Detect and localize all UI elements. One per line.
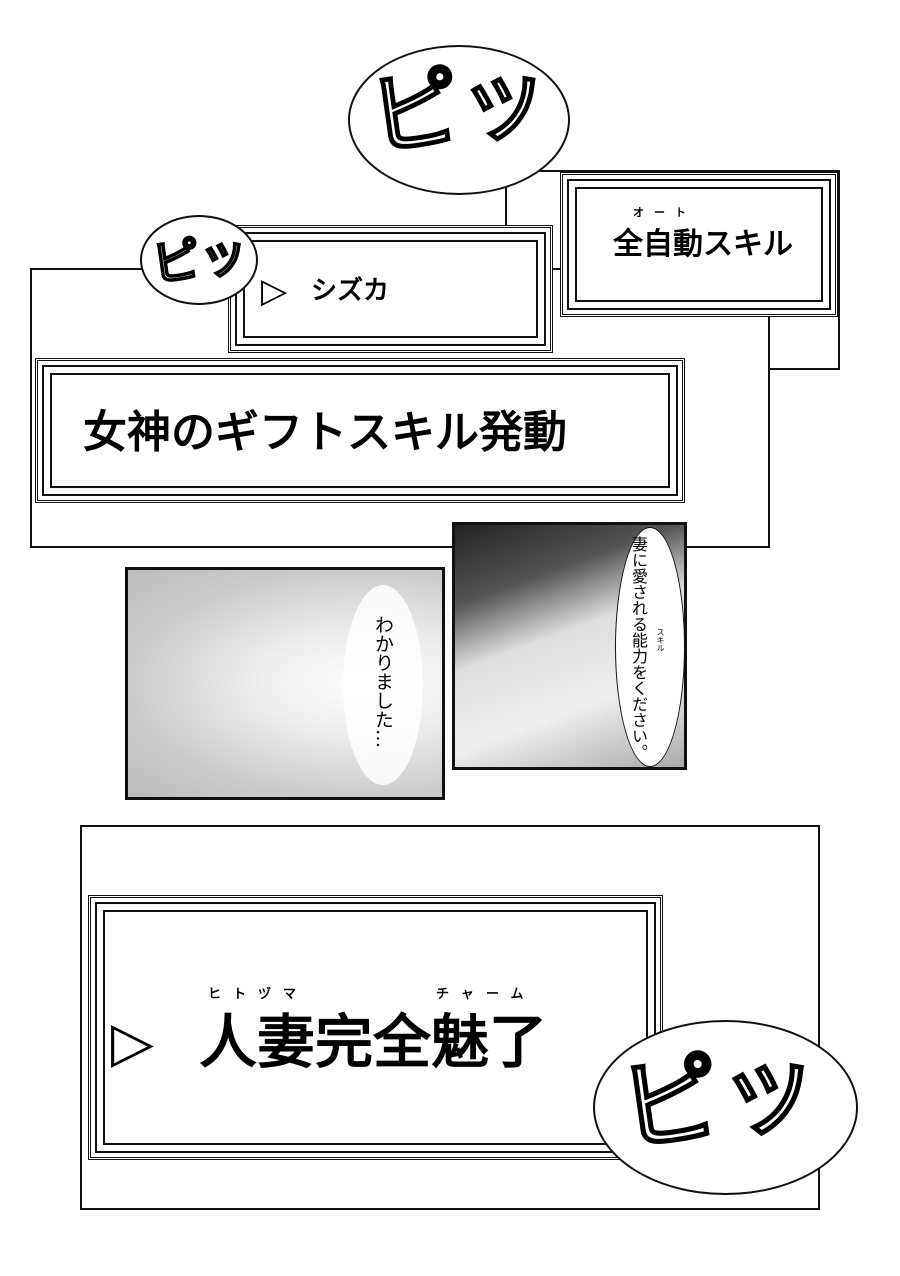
sfx-text: ピッ [148,224,253,295]
charm-title: 人妻完全魅了 [199,1008,548,1076]
panel-boy-portrait: 妻に愛される能力をください。 スキル [452,522,687,770]
boy-dialogue-ruby: スキル [656,628,665,652]
window-auto-skill: オート 全自動スキル [560,172,838,317]
speech-bubble-goddess: わかりました… [343,585,423,785]
boy-dialogue: 妻に愛される能力をください。 [629,536,648,760]
ruby-charm: チャーム [436,987,536,1002]
arrow-icon: ▷ [111,1010,155,1075]
arrow-icon: ▷ [261,271,288,311]
window-skill-activation: 女神のギフトスキル発動 [35,358,685,503]
speech-bubble-boy: 妻に愛される能力をください。 スキル [615,527,685,767]
ruby-auto: オート [633,206,696,219]
sfx-bubble-small: ピッ [140,215,258,305]
sfx-text: ピッ [362,41,557,172]
window-charm-skill: ▷ ヒトヅマ チャーム 人妻完全魅了 [88,895,663,1160]
auto-skill-title: 全自動スキル [613,227,793,262]
sfx-text: ピッ [612,1024,828,1170]
sfx-bubble-top: ピッ [348,41,570,195]
sfx-bubble-bottom: ピッ [593,1020,858,1195]
shizuka-name: シズカ [311,276,390,306]
goddess-dialogue: わかりました… [372,615,394,748]
panel-goddess-light: わかりました… [125,567,445,800]
window-shizuka: ▷ シズカ [228,225,553,353]
ruby-hitozuma: ヒトヅマ [208,987,309,1002]
activation-title: 女神のギフトスキル発動 [83,407,567,458]
